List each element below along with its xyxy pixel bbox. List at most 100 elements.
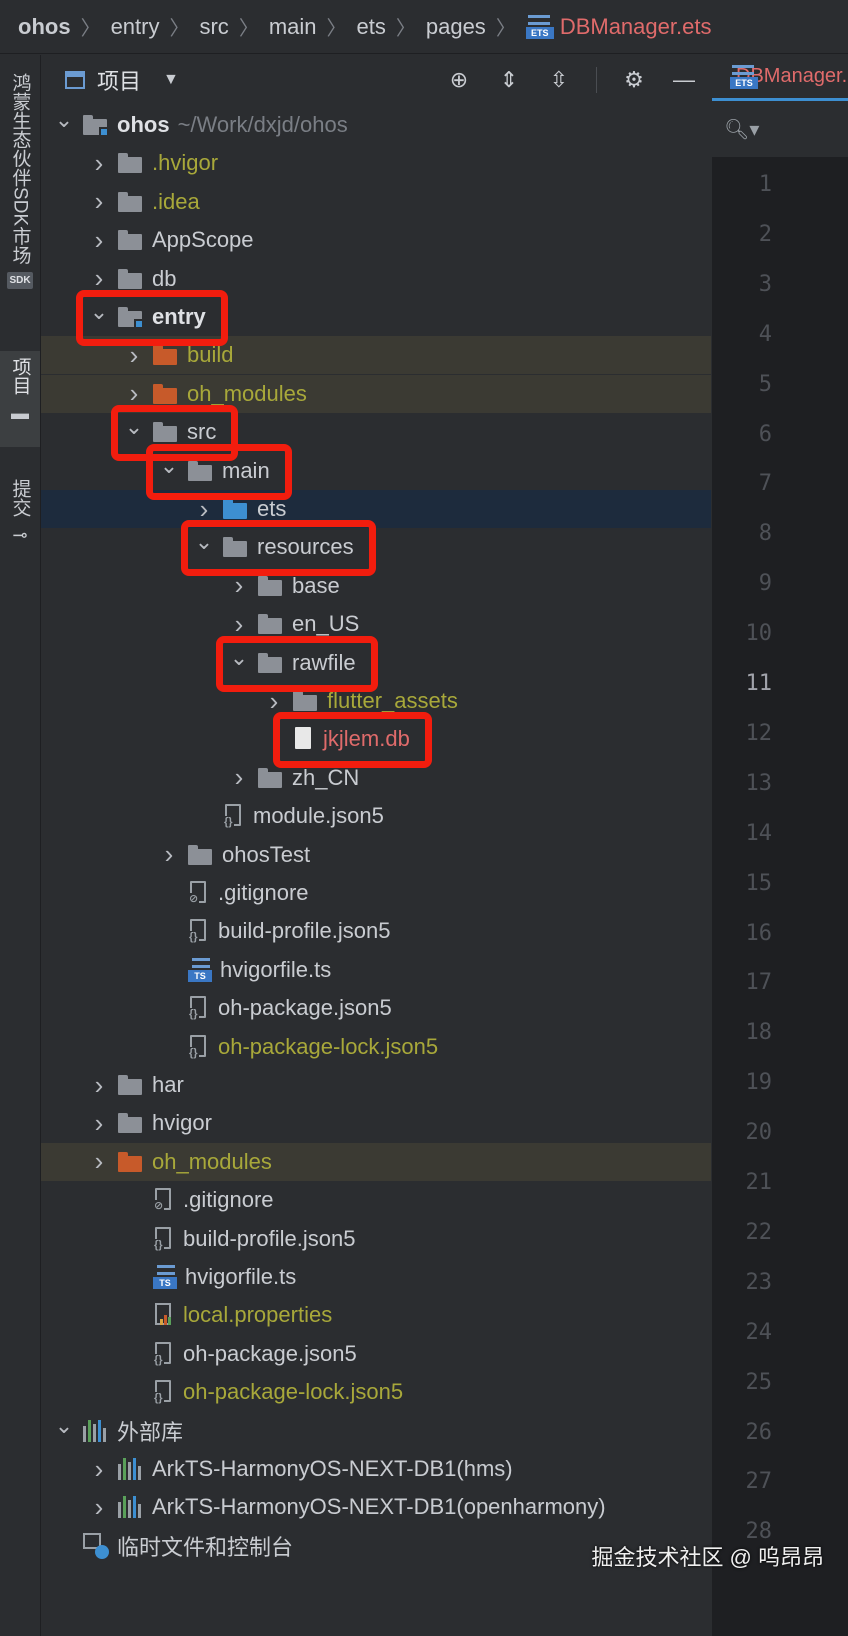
tree-row[interactable]: ›ohosTest [41,836,711,874]
tree-row[interactable]: ›jkjlem.db [41,720,711,758]
collapse-all-icon[interactable]: ⇳ [549,67,569,92]
expand-all-icon[interactable]: ⇕ [499,67,519,92]
chevron-right-icon[interactable]: › [94,186,104,217]
chevron-right-icon[interactable]: › [269,685,279,716]
breadcrumb-item[interactable]: ets [356,13,386,39]
tree-item-label: oh-package.json5 [218,995,392,1021]
tree-row[interactable]: ⌄ohos~/Work/dxjd/ohos [41,106,711,144]
tree-item-label: build-profile.json5 [218,918,391,944]
breadcrumb-item[interactable]: pages [425,13,486,39]
tree-row[interactable]: ›har [41,1066,711,1104]
sdk-icon: SDK [7,272,33,290]
commit-tab[interactable]: 提交 ⊸ [0,473,40,563]
chevron-right-icon[interactable]: › [164,839,174,870]
chevron-right-icon[interactable]: › [129,339,139,370]
file-icon [293,727,313,751]
tree-row[interactable]: ›临时文件和控制台 [41,1527,711,1565]
tree-row[interactable]: ›.hvigor [41,144,711,182]
folder-icon [258,652,282,673]
tree-row[interactable]: ⌄rawfile [41,644,711,682]
tree-row[interactable]: ›base [41,567,711,605]
tree-row[interactable]: ›{}build-profile.json5 [41,1220,711,1258]
chevron-down-icon[interactable]: ⌄ [54,107,74,132]
breadcrumb-item[interactable]: src [199,13,229,39]
editor-search[interactable]: 🔍︎▾ [712,102,848,158]
chevron-down-icon[interactable]: ⌄ [229,644,249,670]
chevron-down-icon[interactable]: ⌄ [54,1412,74,1438]
tree-row[interactable]: ›ets [41,490,711,528]
chevron-down-icon[interactable]: ⌄ [159,452,179,478]
chevron-right-icon[interactable]: › [94,1107,104,1138]
chevron-right-icon[interactable]: › [234,762,244,793]
tree-row[interactable]: ›build [41,336,711,375]
breadcrumb-item[interactable]: entry [110,13,160,39]
tree-row[interactable]: ›{}oh-package.json5 [41,1335,711,1373]
tree-row[interactable]: ›ArkTS-HarmonyOS-NEXT-DB1(hms) [41,1450,711,1488]
chevron-right-icon[interactable]: › [129,378,139,409]
library-icon [83,1419,109,1442]
line-number: 22 [745,1219,773,1245]
chevron-right-icon[interactable]: › [94,147,104,178]
tree-row[interactable]: ›flutter_assets [41,682,711,720]
tree-row[interactable]: ›{}oh-package.json5 [41,989,711,1027]
tree-row[interactable]: ›{}oh-package-lock.json5 [41,1028,711,1066]
locate-icon[interactable]: ⊕ [449,67,469,92]
chevron-right-icon[interactable]: › [94,224,104,255]
editor-tab[interactable]: ETS DBManager.ets [712,55,848,101]
chevron-right-icon[interactable]: › [94,1069,104,1100]
json-file-icon: {} [188,996,208,1021]
tree-row[interactable]: ›AppScope [41,221,711,259]
tree-row[interactable]: ›ArkTS-HarmonyOS-NEXT-DB1(openharmony) [41,1488,711,1526]
sdk-market-tab-label: 鸿蒙生态伙伴SDK市场 [9,73,31,265]
tree-row[interactable]: ›en_US [41,605,711,643]
breadcrumb-item[interactable]: main [268,13,317,39]
tree-item-label: module.json5 [253,803,384,829]
breadcrumb-item[interactable]: ohos [18,13,71,39]
tree-row[interactable]: ›zh_CN [41,759,711,797]
tree-row[interactable]: ›.idea [41,183,711,221]
breadcrumb-separator-icon: 〉 [169,18,190,40]
chevron-right-icon[interactable]: › [199,493,209,524]
tree-row[interactable]: ›{}module.json5 [41,797,711,835]
tree-row[interactable]: ›oh_modules [41,374,711,413]
view-dropdown-icon[interactable]: ▼ [163,71,179,88]
tree-item-label: oh-package-lock.json5 [183,1379,404,1405]
tree-row[interactable]: ›{}build-profile.json5 [41,912,711,950]
chevron-right-icon[interactable]: › [234,570,244,601]
tree-row[interactable]: ›{}oh-package-lock.json5 [41,1373,711,1411]
tree-row[interactable]: ›⊘.gitignore [41,874,711,912]
scratches-icon [83,1532,109,1559]
project-tab[interactable]: 项目 ▬ [0,351,40,447]
chevron-right-icon[interactable]: › [94,1491,104,1522]
line-number: 15 [745,870,773,896]
breadcrumb-item[interactable]: DBManager.ets [559,13,712,39]
tree-row[interactable]: ⌄外部库 [41,1412,711,1450]
minimize-icon[interactable]: — [673,67,695,92]
chevron-down-icon[interactable]: ⌄ [194,529,214,555]
line-number: 10 [745,621,773,647]
chevron-down-icon[interactable]: ⌄ [124,414,144,440]
tree-row[interactable]: ›hvigor [41,1104,711,1142]
chevron-right-icon[interactable]: › [94,1146,104,1177]
chevron-right-icon[interactable]: › [94,1453,104,1484]
commit-tab-label: 提交 [9,479,31,517]
tree-row[interactable]: ›⊘.gitignore [41,1181,711,1219]
tree-row[interactable]: ›oh_modules [41,1142,711,1181]
tree-row[interactable]: ⌄resources [41,528,711,566]
project-tab-label: 项目 [9,357,31,395]
tree-row[interactable]: ⌄main [41,452,711,490]
search-icon[interactable]: 🔍︎▾ [724,119,760,141]
chevron-down-icon[interactable]: ⌄ [89,299,109,324]
line-number: 20 [745,1120,773,1146]
folder-icon [118,153,142,174]
tree-row[interactable]: ⌄src [41,413,711,451]
chevron-right-icon[interactable]: › [234,608,244,639]
gear-icon[interactable]: ⚙ [624,67,644,92]
tree-row[interactable]: ⌄entry [41,298,711,336]
tree-row[interactable]: ›db [41,260,711,298]
sdk-market-tab[interactable]: 鸿蒙生态伙伴SDK市场 SDK [0,67,40,337]
tree-row[interactable]: ›local.properties [41,1296,711,1334]
chevron-right-icon[interactable]: › [94,263,104,294]
